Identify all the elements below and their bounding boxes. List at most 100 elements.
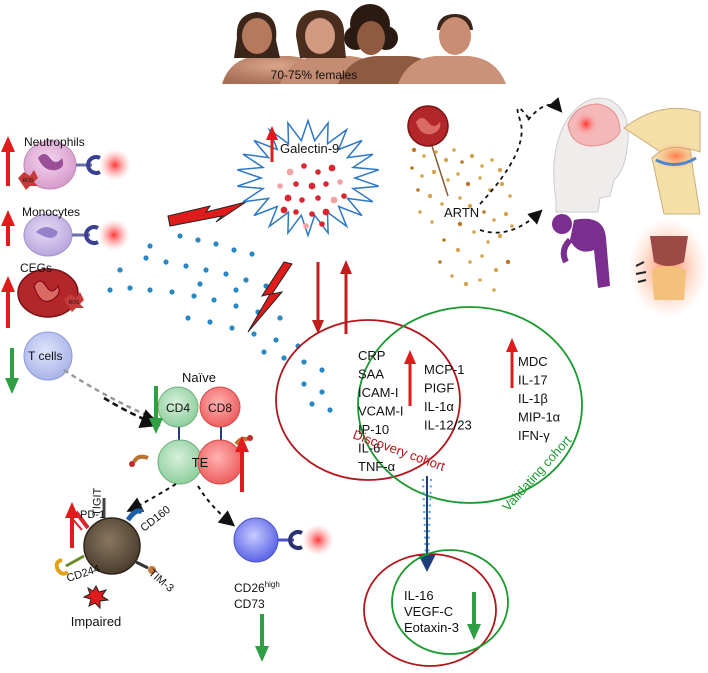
galectin-dot [315,169,321,175]
cytokine-dot [319,389,325,395]
ros-label-2: ROS [69,300,81,306]
falling-dot [422,491,425,494]
cytokine-dot [169,289,175,295]
cytokine-dot [197,281,203,287]
cytokine-dot [277,315,283,321]
artn-dot [497,167,503,173]
artn-dot [410,166,414,170]
galectin-dot [277,183,283,189]
galectin-dot [280,206,288,214]
artn-label: ARTN [444,205,479,220]
neutrophil-cell: ROS [18,140,131,190]
galectin-dot [322,208,330,216]
falling-dot [423,510,426,514]
artn-dot [442,238,446,242]
tigit-label: TIGIT [91,487,104,516]
galectin-dot [286,168,294,176]
artn-dot [457,221,463,227]
artn-dot [422,154,426,158]
artn-dot [463,281,469,287]
impaired-star-icon [82,584,110,610]
artn-dot [443,157,449,163]
falling-dot [429,485,432,488]
cytokine-dot [107,287,113,293]
artn-dot [418,210,422,214]
cytokine-dot [261,349,267,355]
bottom-discovery-ellipse [363,553,497,667]
inflamed-joint-icon [628,218,708,318]
falling-dot [423,517,426,520]
pd1-label: PD-1 [80,509,105,521]
artn-dot [510,224,514,228]
cytokine-dot [319,367,325,373]
tcell-dashed-arrow [63,368,159,422]
cytokine-dot [195,237,201,243]
artn-dot [468,260,472,264]
artn-dot [452,148,456,152]
artn-dot [469,153,475,159]
cytokine-dot [243,277,249,283]
cd8-cell: CD8 [199,386,241,428]
artn-dot [460,160,464,164]
cytokine-dot [223,271,229,277]
artn-dot [467,203,473,209]
artn-dot [478,278,482,282]
artn-dot [499,181,505,187]
galectin-down-arrow [312,262,324,334]
cytokine-dot [233,303,239,309]
cytokine-dot [249,251,255,257]
galectin-dot [337,179,343,185]
falling-dot [427,530,431,533]
te-to-exhausted-arrow [126,483,177,512]
population-label: 70-75% females [271,68,358,82]
galectin-dot [293,181,299,187]
galectin-dot [330,196,338,204]
galectin-dot [308,182,316,190]
t-cell [23,331,73,381]
cd4-down-arrow [149,386,163,434]
artn-to-brain-arrow [479,107,531,205]
te-cell: TE [129,435,253,485]
cytokine-dot [327,407,333,413]
artn-dot [434,150,438,154]
falling-dot [422,504,426,507]
discovery-up-marker: IL-1α [424,399,454,414]
galectin-dot [319,221,325,227]
te-up-arrow [235,436,249,492]
validating-cohort-label: Validating cohort [499,432,575,514]
cecs-label: CEGs [20,261,52,275]
discovery-marker: CRP [358,348,385,363]
artn-dot [465,181,471,187]
tcells-down-arrow [5,348,19,394]
person-3-icon [344,4,398,55]
artn-dot [480,254,484,258]
cec-cell: ROS [17,268,84,318]
artn-to-brain-arrowhead [527,97,563,121]
artn-dot [411,147,417,153]
head-brain-icon [553,97,629,213]
falling-dot [422,485,425,488]
validating-marker: MDC [518,354,548,369]
artn-dot [440,202,444,206]
cytokine-dot [251,331,257,337]
artn-dot [490,158,494,162]
galectin-starburst: Galectin-9 [237,118,379,238]
artn-dot [427,193,433,199]
cd244-label: CD244 [65,563,101,585]
artn-dot [456,172,460,176]
cytokine-dots-cloud [107,233,333,413]
discovery-marker: VCAM-I [358,404,404,419]
artn-dot [508,194,512,198]
cytokine-dot [147,287,153,293]
cytokine-dot [191,293,197,299]
validating-up-arrow [506,338,518,388]
cytokine-dot [163,259,169,265]
cytokine-dot [177,233,183,239]
monocytes-label: Monocytes [22,205,80,219]
discovery-up-arrow [404,350,416,406]
cytokine-dot [127,285,133,291]
naive-title: Naïve [182,370,216,385]
